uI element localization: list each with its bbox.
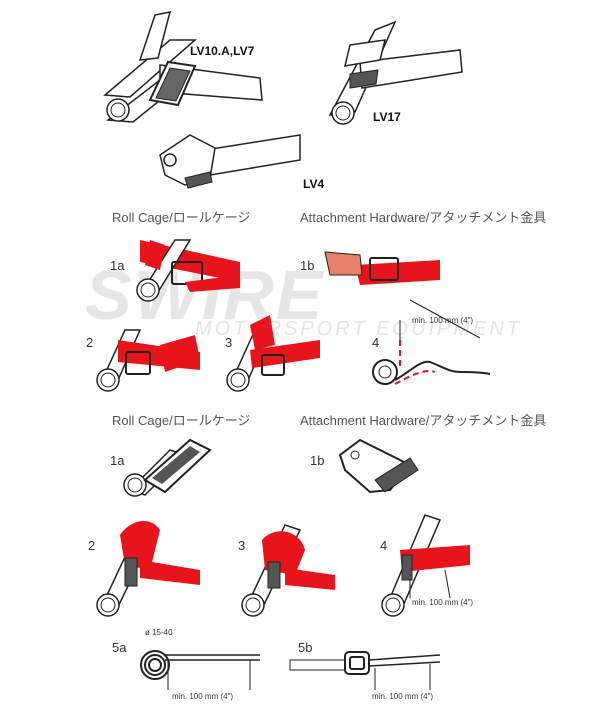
min-length-note-b4: min. 100 mm (4") [412, 598, 474, 607]
model-label-lv4: LV4 [303, 177, 325, 191]
step-2-bottom-illustration [96, 520, 200, 617]
lv4-illustration [159, 134, 301, 189]
step-5b-label: 5b [298, 640, 313, 655]
step-5a-illustration [140, 650, 260, 690]
min-length-note-5a: min. 100 mm (4") [172, 692, 234, 701]
min-length-note-5b: min. 100 mm (4") [372, 692, 434, 701]
lv10-illustration [103, 11, 263, 123]
step-3-top-label: 3 [225, 335, 233, 350]
step-5a-label: 5a [112, 640, 127, 655]
min-length-note-top: min. 100 mm (4") [412, 316, 474, 325]
diameter-note: ø 15-40 [145, 628, 173, 637]
step-1a-top-label: 1a [110, 258, 125, 273]
heading-attachment-top: Attachment Hardware/アタッチメント金具 [300, 210, 547, 225]
step-1b-top-label: 1b [300, 258, 315, 273]
step-1a-bottom-illustration [123, 438, 212, 497]
step-2-bottom-label: 2 [88, 538, 96, 553]
step-2-top-label: 2 [86, 335, 94, 350]
step-1b-top-illustration [324, 251, 440, 285]
step-3-bottom-label: 3 [238, 538, 246, 553]
step-4-bottom-label: 4 [380, 538, 388, 553]
heading-attachment-bottom: Attachment Hardware/アタッチメント金具 [300, 413, 547, 428]
lv17-illustration [328, 20, 463, 125]
step-3-top-illustration [226, 315, 320, 392]
step-1b-bottom-illustration [338, 438, 419, 494]
model-label-lv17: LV17 [373, 110, 401, 124]
heading-roll-cage-bottom: Roll Cage/ロールケージ [112, 413, 251, 428]
step-4-top-illustration [372, 299, 491, 385]
step-4-bottom-illustration [381, 514, 470, 617]
model-label-lv10: LV10.A,LV7 [190, 44, 255, 58]
step-4-top-label: 4 [372, 335, 380, 350]
step-1b-bottom-label: 1b [310, 453, 325, 468]
watermark-subtitle: MOTORSPORT EQUIPMENT [195, 318, 523, 340]
step-5b-illustration [289, 651, 441, 690]
step-3-bottom-illustration [241, 524, 335, 617]
step-2-top-illustration [96, 329, 200, 392]
heading-roll-cage-top: Roll Cage/ロールケージ [112, 210, 251, 225]
step-1a-top-illustration [136, 239, 240, 302]
step-1a-bottom-label: 1a [110, 453, 125, 468]
